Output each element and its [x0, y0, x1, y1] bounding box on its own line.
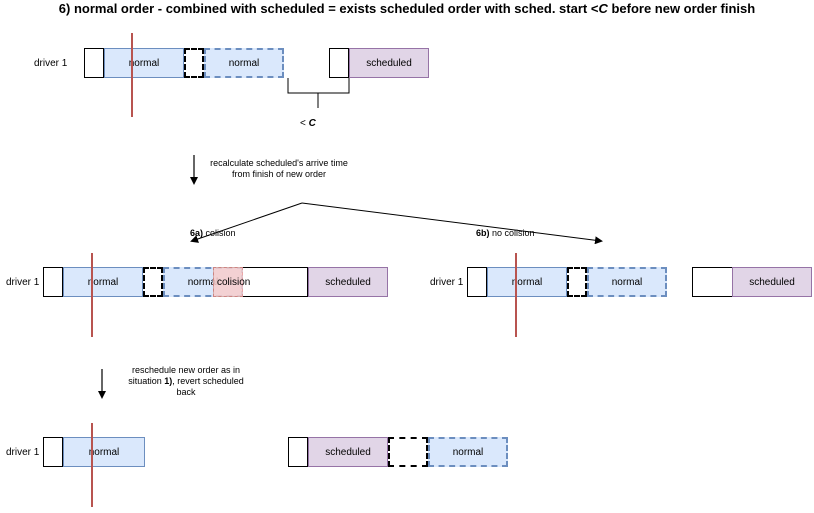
driver-label: driver 1	[34, 58, 68, 69]
recalculate-note: recalculate scheduled's arrive time from…	[210, 158, 348, 179]
scheduled-start-box	[329, 48, 349, 78]
branch-6a-arrow	[190, 202, 303, 243]
driver-start-box	[467, 267, 487, 297]
travel-gap-box	[143, 267, 163, 297]
new-normal-order-box: normal	[587, 267, 667, 297]
travel-gap-box	[388, 437, 428, 467]
scheduled-order-box: scheduled	[732, 267, 812, 297]
less-than-c-label: < C	[300, 118, 316, 129]
new-normal-order-box: normal	[428, 437, 508, 467]
normal-order-box: normal	[104, 48, 184, 78]
driver-start-box	[43, 437, 63, 467]
diagram-title: 6) normal order - combined with schedule…	[58, 1, 756, 16]
scheduled-order-box: scheduled	[308, 437, 388, 467]
interval-bracket	[287, 78, 350, 94]
new-normal-order-box: normal	[204, 48, 284, 78]
branch-6b-arrow	[301, 202, 603, 245]
driver-label: driver 1	[6, 447, 40, 458]
branch-6a-label: 6a) colision	[190, 228, 236, 238]
normal-order-box: normal	[63, 437, 145, 467]
driver-label: driver 1	[430, 277, 464, 288]
driver-start-box	[84, 48, 104, 78]
scheduled-order-box: scheduled	[349, 48, 429, 78]
driver-label: driver 1	[6, 277, 40, 288]
collision-label: colision	[217, 277, 251, 288]
normal-order-box: normal	[63, 267, 143, 297]
scheduled-start-box	[288, 437, 308, 467]
travel-gap-box	[567, 267, 587, 297]
scheduled-order-box: scheduled	[308, 267, 388, 297]
branch-6b-label: 6b) no colision	[476, 228, 535, 238]
travel-gap-box	[184, 48, 204, 78]
collision-highlight	[213, 267, 243, 297]
reschedule-note: reschedule new order as in situation 1),…	[128, 365, 244, 397]
driver-start-box	[43, 267, 63, 297]
normal-order-box: normal	[487, 267, 567, 297]
